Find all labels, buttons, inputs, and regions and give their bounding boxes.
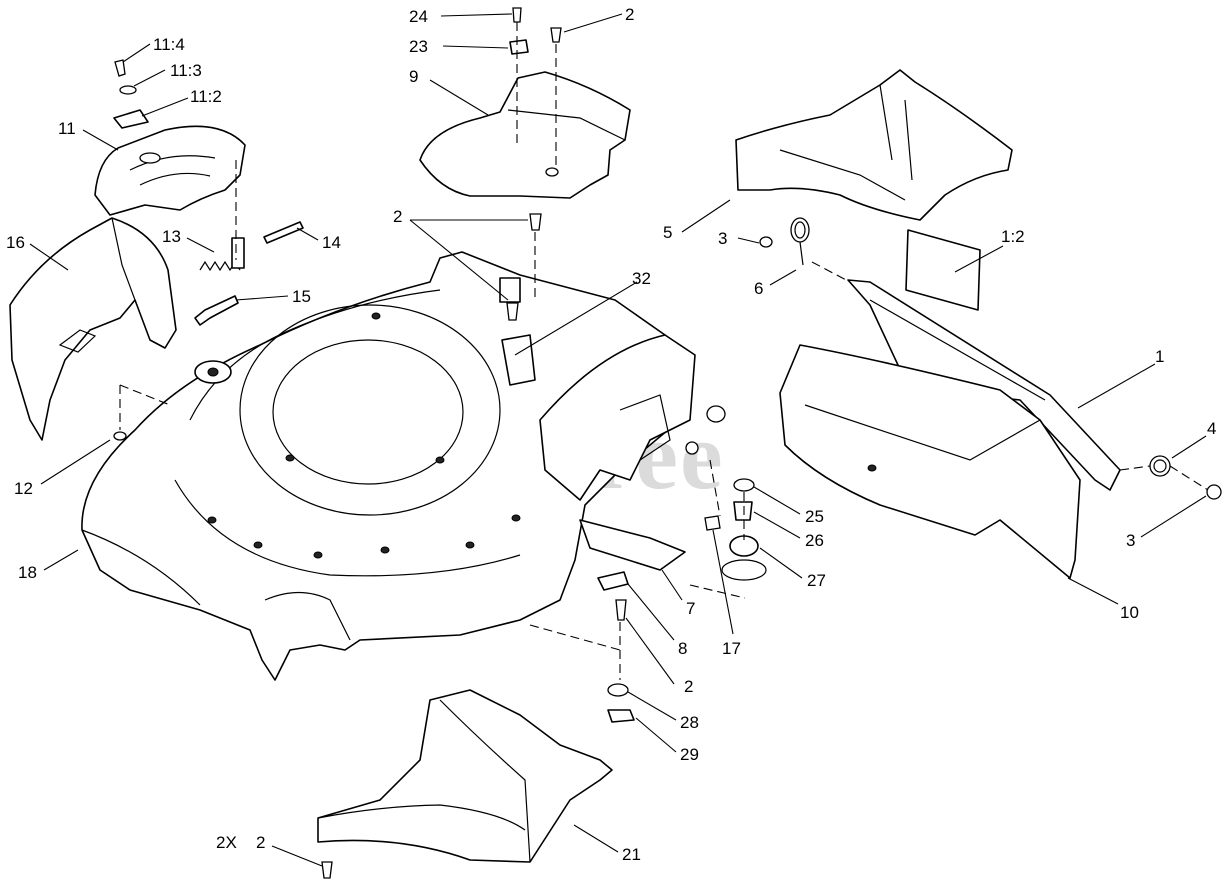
part-29-nut bbox=[607, 709, 635, 723]
part-15-clip bbox=[194, 295, 239, 326]
part-8-bracket bbox=[597, 571, 629, 591]
part-1-rear-door bbox=[847, 279, 1121, 491]
callout-2-low: 2 bbox=[684, 677, 693, 696]
callout-12: 12 bbox=[14, 479, 33, 498]
callout-6: 6 bbox=[754, 279, 763, 298]
part-3-washer-upper bbox=[759, 236, 773, 248]
part-2-top-screw bbox=[550, 27, 562, 43]
callout-23: 23 bbox=[409, 37, 428, 56]
callout-10: 10 bbox=[1120, 603, 1139, 622]
part-26-bushing bbox=[733, 501, 753, 521]
callout-15: 15 bbox=[292, 287, 311, 306]
part-11-3-washer bbox=[119, 85, 137, 95]
callout-9: 9 bbox=[409, 67, 418, 86]
callout-21: 21 bbox=[622, 845, 641, 864]
callout-25: 25 bbox=[805, 507, 824, 526]
callout-11-4: 11:4 bbox=[153, 35, 185, 54]
part-27-wheel-hub bbox=[721, 535, 767, 581]
part-2-bottom-screw bbox=[321, 861, 333, 879]
part-17-screw bbox=[704, 515, 721, 531]
part-rear-housing bbox=[539, 334, 726, 501]
part-23-nut-clip bbox=[509, 39, 529, 55]
callout-14: 14 bbox=[322, 233, 341, 252]
part-6-spring bbox=[790, 217, 810, 266]
callout-18: 18 bbox=[18, 563, 37, 582]
part-16-side-cover bbox=[9, 217, 177, 441]
callout-16: 16 bbox=[6, 233, 25, 252]
callout-24: 24 bbox=[409, 7, 428, 26]
part-12-screw bbox=[113, 431, 127, 441]
part-18-mower-deck bbox=[81, 251, 691, 681]
callout-5: 5 bbox=[663, 223, 672, 242]
callout-labels: 24 23 2 9 11:4 11:3 11:2 11 16 13 14 15 … bbox=[6, 5, 1216, 864]
callout-2-bottom: 2 bbox=[256, 833, 265, 852]
callout-3-upper: 3 bbox=[718, 229, 727, 248]
assembly-lines bbox=[119, 22, 1209, 680]
callout-11-2: 11:2 bbox=[190, 87, 222, 106]
part-9-top-cover bbox=[419, 71, 631, 199]
part-4-spring bbox=[1149, 455, 1171, 477]
part-7-chute-plate bbox=[579, 519, 686, 571]
callout-1-2: 1:2 bbox=[1001, 227, 1025, 246]
part-10-rear-guard bbox=[779, 344, 1081, 579]
callout-17: 17 bbox=[722, 639, 741, 658]
callout-2-top: 2 bbox=[625, 5, 634, 24]
callout-7: 7 bbox=[686, 599, 695, 618]
callout-4: 4 bbox=[1207, 419, 1216, 438]
part-5-rear-flap bbox=[735, 69, 1013, 221]
callout-8: 8 bbox=[678, 639, 687, 658]
part-1-2-label bbox=[905, 229, 981, 311]
callout-2-mid: 2 bbox=[393, 207, 402, 226]
callout-26: 26 bbox=[805, 531, 824, 550]
callout-27: 27 bbox=[807, 571, 826, 590]
part-3-washer-lower bbox=[1206, 484, 1222, 500]
callout-29: 29 bbox=[680, 745, 699, 764]
callout-2x: 2X bbox=[216, 833, 237, 852]
callout-32: 32 bbox=[632, 269, 651, 288]
part-24-screw bbox=[512, 7, 522, 23]
callout-1: 1 bbox=[1155, 347, 1164, 366]
callout-3-lower: 3 bbox=[1126, 531, 1135, 550]
part-13-spring bbox=[199, 237, 245, 272]
part-28-washer bbox=[607, 683, 629, 697]
part-25-washer bbox=[733, 478, 755, 492]
part-21-side-chute bbox=[317, 689, 613, 863]
part-2-mid-screw bbox=[506, 213, 542, 321]
callout-11-3: 11:3 bbox=[170, 61, 202, 80]
part-11-height-cap bbox=[94, 125, 246, 216]
part-11-4-screw bbox=[114, 59, 126, 77]
part-11-2-bracket bbox=[113, 109, 149, 129]
callout-28: 28 bbox=[680, 713, 699, 732]
part-14-rod bbox=[263, 221, 304, 244]
part-2-low-screw bbox=[615, 599, 627, 621]
callout-13: 13 bbox=[162, 227, 181, 246]
leader-lines bbox=[29, 13, 1207, 867]
callout-11: 11 bbox=[58, 119, 76, 138]
